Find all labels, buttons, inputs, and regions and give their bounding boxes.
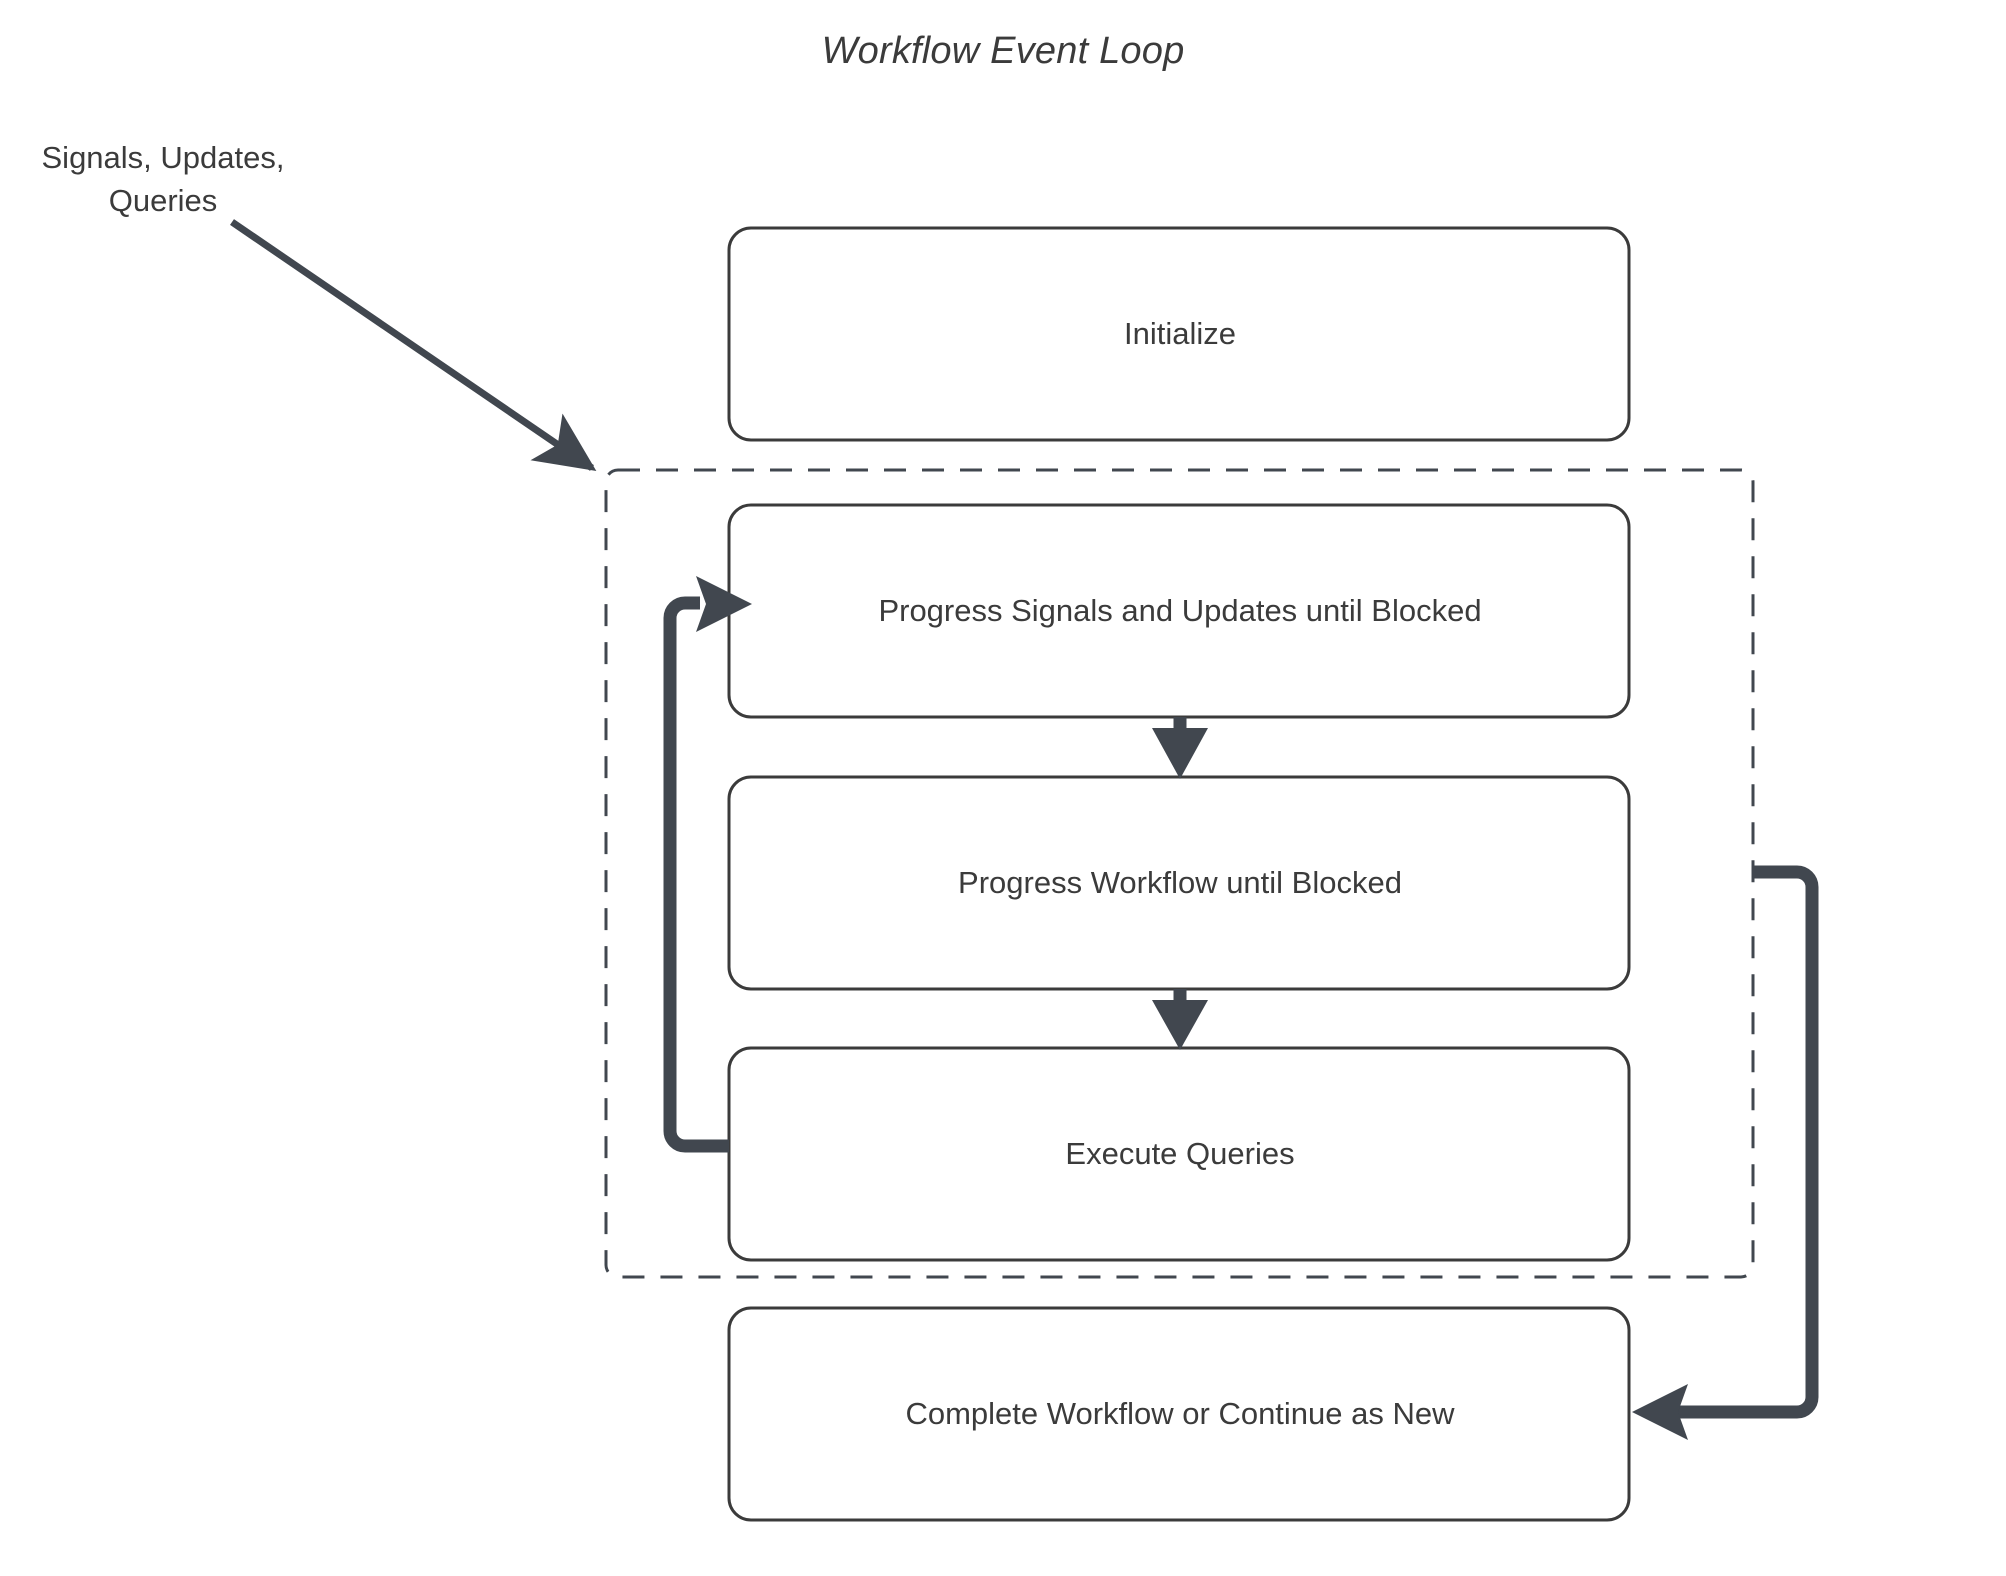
edge-group-to-complete-workflow: [1632, 865, 1819, 1440]
node-initialize-box[interactable]: [727, 226, 1631, 442]
node-progress-signals-box[interactable]: [727, 503, 1631, 719]
node-complete-workflow-box[interactable]: [727, 1306, 1631, 1522]
edge-execute-queries-to-progress-signals: [663, 576, 752, 1153]
node-progress-workflow-box[interactable]: [727, 775, 1631, 991]
edge-progress-workflow-to-execute-queries: [1152, 989, 1208, 1050]
edge-signals-to-group: [230, 219, 597, 471]
node-execute-queries-box[interactable]: [727, 1046, 1631, 1262]
edge-progress-signals-to-progress-workflow: [1152, 717, 1208, 779]
